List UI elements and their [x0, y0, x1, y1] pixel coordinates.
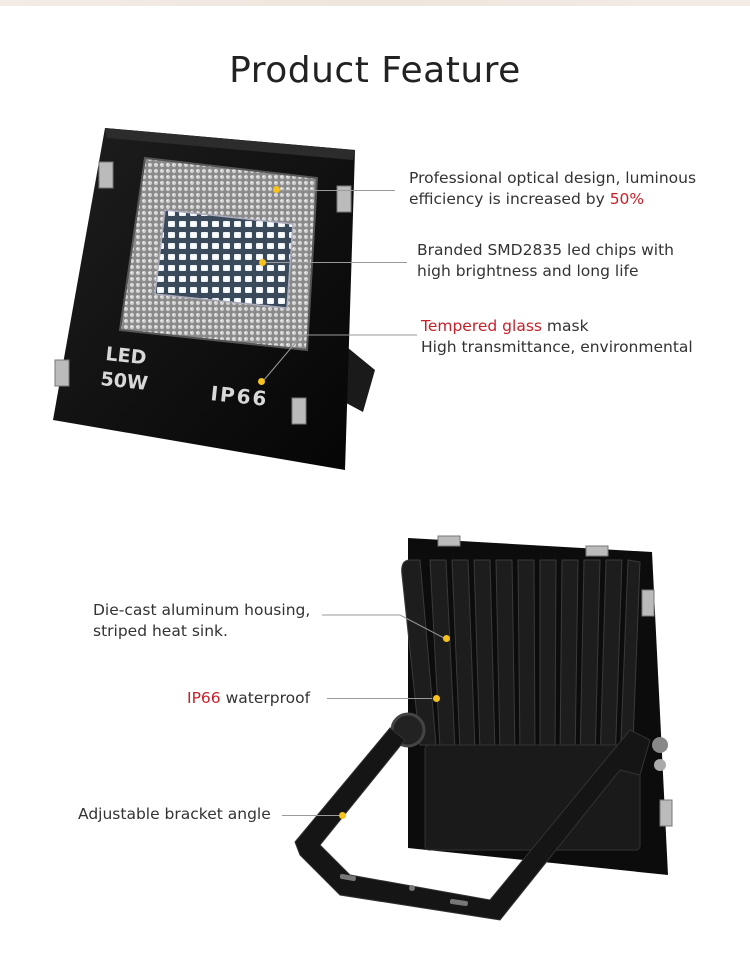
callout-dot [443, 635, 450, 642]
callout-line [266, 262, 407, 263]
callout-line [322, 614, 445, 639]
callout-line [263, 334, 417, 381]
front-print-watt: 50W [99, 368, 148, 395]
feature-optical-design: Professional optical design, luminous ef… [409, 169, 697, 208]
highlight-text: IP66 [187, 689, 221, 707]
callout-dot [433, 695, 440, 702]
callout-line [280, 190, 395, 191]
callout-dot [258, 378, 265, 385]
callout-line [282, 815, 339, 816]
callout-dot [273, 186, 280, 193]
callout-dot [339, 812, 346, 819]
highlight-text: 50% [609, 190, 645, 208]
top-decorative-bar [0, 0, 750, 6]
feature-heat-sink: Die-cast aluminum housing, striped heat … [93, 601, 311, 640]
back-flood-light-image [294, 535, 673, 921]
feature-waterproof: IP66 waterproof [187, 689, 311, 707]
highlight-text: Tempered glass [421, 317, 542, 335]
callout-dot [259, 259, 266, 266]
feature-bracket-angle: Adjustable bracket angle [78, 805, 271, 823]
feature-tempered-glass: Tempered glass mask High transmittance, … [421, 317, 693, 356]
page-title: Product Feature [229, 50, 521, 91]
front-flood-light-image: LED 50W IP66 [53, 128, 375, 470]
feature-led-chips: Branded SMD2835 led chips with high brig… [417, 241, 674, 280]
front-print-led: LED [104, 343, 147, 369]
callout-line [327, 698, 432, 699]
